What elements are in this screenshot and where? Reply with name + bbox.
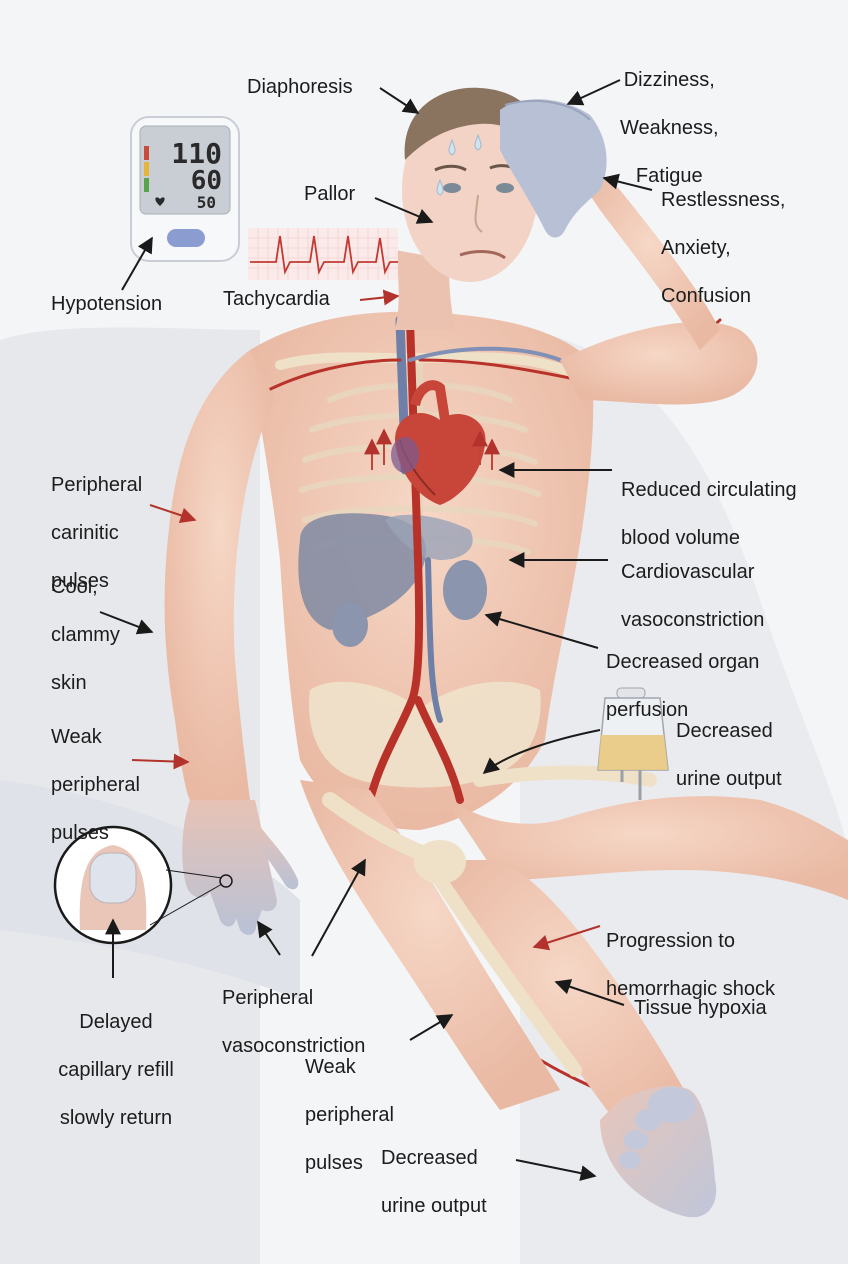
label-tissue-hypoxia: Tissue hypoxia: [634, 997, 767, 1019]
label-restlessness-line: Anxiety,: [661, 237, 731, 259]
label-decreased-perfusion-line: Decreased organ: [606, 651, 760, 673]
arrow-pallor: [374, 197, 434, 224]
label-weak-pulses-arm: Weak peripheral pulses: [51, 701, 140, 869]
label-weak-pulses-leg: Weak peripheral pulses: [305, 1031, 394, 1199]
label-peripheral-vasoconstriction-line: Peripheral: [222, 987, 314, 1009]
label-peripheral-vasoconstriction-line: vasoconstriction: [222, 1035, 366, 1057]
label-pallor: Pallor: [304, 183, 356, 205]
label-urine-output-bag: Decreased urine output: [676, 695, 782, 815]
label-capillary-refill-line: Delayed: [79, 1011, 153, 1033]
label-restlessness-line: Restlessness,: [661, 189, 786, 211]
label-decreased-perfusion-line: perfusion: [606, 699, 689, 721]
pointer-arrows: [99, 79, 653, 1181]
label-capillary-refill: Delayed capillary refill slowly return: [46, 986, 186, 1154]
label-weak-pulses-arm-line: peripheral: [51, 774, 140, 796]
label-diaphoresis: Diaphoresis: [247, 76, 353, 98]
label-cool-skin-line: Cool,: [51, 576, 98, 598]
arrow-weak-pulses-arm: [131, 753, 190, 770]
label-peripheral-pulses-line: pulses: [51, 570, 109, 592]
arrow-vasoconstriction-hand: [257, 920, 281, 956]
label-peripheral-pulses-line: Peripheral: [51, 474, 143, 496]
organs: [298, 513, 487, 647]
bp-button[interactable]: [167, 229, 205, 247]
label-dizziness-line: Weakness,: [620, 117, 719, 139]
arrow-decreased-perfusion: [484, 611, 599, 649]
label-dizziness: Dizziness, Weakness, Fatigue: [620, 44, 719, 212]
label-weak-pulses-leg-line: pulses: [305, 1152, 363, 1174]
label-tachycardia: Tachycardia: [223, 288, 330, 310]
label-progression: Progression to hemorrhagic shock: [606, 905, 775, 1025]
label-urine-output-foot-line: urine output: [381, 1195, 487, 1217]
arrow-weak-pulses-leg: [409, 1014, 454, 1041]
arrow-cool-skin: [99, 611, 154, 635]
hand-on-head: [500, 99, 607, 238]
label-urine-output-foot: Decreased urine output: [381, 1122, 487, 1242]
label-hypotension: Hypotension: [51, 293, 163, 315]
heart-icon: [155, 197, 165, 206]
label-dizziness-line: Dizziness,: [623, 69, 715, 91]
bp-diastolic: 60: [191, 166, 222, 196]
label-cool-skin-line: clammy: [51, 624, 120, 646]
arrow-peripheral-pulses-arm: [149, 504, 197, 524]
arrow-dizziness: [566, 79, 621, 106]
label-peripheral-vasoconstriction: Peripheral vasoconstriction: [222, 962, 365, 1082]
label-reduced-volume-line: Reduced circulating: [621, 479, 797, 501]
label-restlessness-line: Confusion: [661, 285, 752, 307]
label-urine-output-foot-line: Decreased: [381, 1147, 478, 1169]
label-dizziness-line: Fatigue: [635, 165, 703, 187]
label-weak-pulses-leg-line: Weak: [305, 1056, 356, 1078]
label-weak-pulses-arm-line: Weak: [51, 726, 102, 748]
label-urine-output-bag-line: Decreased: [676, 720, 773, 742]
arrow-diaphoresis: [379, 87, 420, 114]
bp-systolic: 110: [171, 137, 222, 170]
label-weak-pulses-arm-line: pulses: [51, 822, 109, 844]
arrow-tachycardia: [359, 289, 400, 306]
ecg-strip: [248, 228, 398, 280]
label-peripheral-pulses-arm: Peripheral carinitic pulses: [51, 449, 142, 617]
arrow-progression: [532, 925, 601, 951]
arrow-urine-foot: [515, 1159, 597, 1181]
label-reduced-volume: Reduced circulating blood volume: [621, 454, 797, 574]
label-cardio-vasoconstriction-line: Cardiovascular: [621, 561, 755, 583]
label-decreased-perfusion: Decreased organ perfusion: [606, 626, 759, 746]
label-progression-line: Progression to: [606, 930, 735, 952]
label-peripheral-pulses-line: carinitic: [51, 522, 119, 544]
label-reduced-volume-line: blood volume: [621, 527, 740, 549]
arrow-hypotension: [121, 236, 153, 291]
label-cardio-vasoconstriction-line: vasoconstriction: [621, 609, 765, 631]
heart: [391, 380, 486, 505]
arrow-tissue-hypoxia: [554, 979, 625, 1006]
label-cool-skin: Cool, clammy skin: [51, 551, 120, 719]
left-arm: [164, 350, 299, 935]
arrow-restlessness: [602, 173, 653, 191]
label-capillary-refill-line: slowly return: [59, 1107, 173, 1129]
arrow-vasoconstriction-leg: [311, 858, 366, 957]
label-progression-line: hemorrhagic shock: [606, 978, 775, 1000]
label-capillary-refill-line: capillary refill: [58, 1059, 174, 1081]
flow-marks: [364, 428, 500, 470]
label-cardio-vasoconstriction: Cardiovascular vasoconstriction: [621, 536, 764, 656]
label-urine-output-bag-line: urine output: [676, 768, 782, 790]
right-arm: [560, 173, 758, 405]
arrow-urine-bag: [482, 729, 601, 775]
label-restlessness: Restlessness, Anxiety, Confusion: [661, 164, 786, 332]
bp-monitor: 110 60 50: [130, 116, 240, 262]
foot: [600, 1085, 717, 1218]
label-weak-pulses-leg-line: peripheral: [305, 1104, 394, 1126]
bp-pulse: 50: [197, 193, 216, 212]
urine-bag: [597, 687, 669, 800]
label-cool-skin-line: skin: [51, 672, 87, 694]
